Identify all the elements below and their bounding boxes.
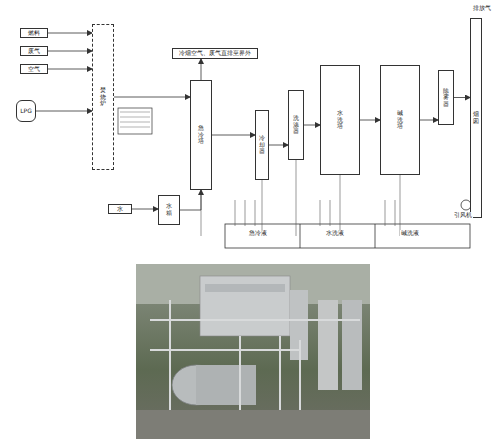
stream-label: 水洗液 <box>325 230 345 237</box>
node-text: 冷烟空气、废气直排至界外 <box>179 50 251 57</box>
process-pipe <box>304 125 320 126</box>
stream-tag: 燃料 <box>20 28 48 38</box>
equipment-unit: 碱洗塔 <box>380 65 420 175</box>
process-pipe <box>454 97 470 98</box>
process-pipe <box>48 51 92 52</box>
stream-label: 碱洗液 <box>400 230 420 237</box>
node-text: 空气 <box>28 66 40 73</box>
process-pipe <box>114 97 190 98</box>
equipment-unit: 急冷塔 <box>190 80 212 190</box>
node-text: 焚烧炉 <box>100 87 106 107</box>
stream-label: 引风机 <box>453 212 473 219</box>
stream-tag: 冷烟空气、废气直排至界外 <box>172 48 258 59</box>
process-pipe <box>36 111 92 112</box>
node-text: 洗涤器 <box>293 115 299 135</box>
equipment-unit: 洗涤器 <box>288 90 304 160</box>
node-text: 除雾器 <box>443 88 449 108</box>
node-text: LPG <box>20 108 32 115</box>
node-text: 水箱 <box>166 203 172 216</box>
stream-tag: 空气 <box>20 64 48 74</box>
process-pipe <box>48 33 92 34</box>
node-text: 水洗塔 <box>337 110 343 130</box>
stream-tag: 水 <box>108 204 132 214</box>
burner-symbol <box>118 108 152 134</box>
node-text: 碱洗塔 <box>397 110 403 130</box>
process-pipe <box>269 145 288 146</box>
process-pipe <box>360 120 380 121</box>
node-text: 燃料 <box>28 30 40 37</box>
equipment-unit: 除雾器 <box>438 70 454 125</box>
stream-tag: LPG <box>16 100 36 122</box>
stream-tag: 废气 <box>20 46 48 56</box>
equipment-unit: 水箱 <box>158 195 180 225</box>
node-text: 急冷塔 <box>198 125 204 145</box>
equipment-unit: 焚烧炉 <box>92 24 114 170</box>
stream-label: 排放气 <box>472 5 492 12</box>
node-text: 水 <box>117 206 123 213</box>
stream-label: 急冷液 <box>248 230 268 237</box>
node-text: 冷却器 <box>259 135 265 155</box>
node-text: 废气 <box>28 48 40 55</box>
process-pipe <box>212 135 255 136</box>
process-pipe <box>180 190 201 210</box>
process-pipe <box>48 69 92 70</box>
process-pipe <box>201 59 202 80</box>
process-pipe <box>420 120 438 121</box>
equipment-unit: 水洗塔 <box>320 65 360 175</box>
process-pipe <box>132 209 158 210</box>
node-text: 烟囱 <box>473 111 479 124</box>
equipment-photo <box>136 264 370 439</box>
equipment-unit: 冷却器 <box>255 110 269 180</box>
equipment-unit: 烟囱 <box>470 18 482 218</box>
